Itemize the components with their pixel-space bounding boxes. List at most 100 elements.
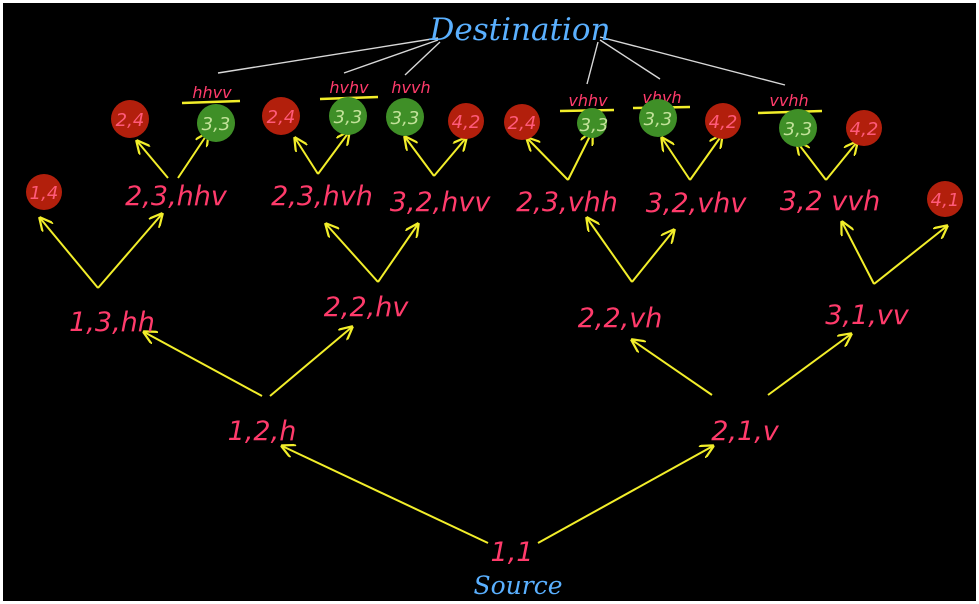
dead-end-label: 4,2: [850, 119, 879, 140]
arrow: [662, 138, 691, 181]
dead-end-circle: [26, 174, 62, 210]
arrow: [177, 133, 208, 179]
dead-end-circle: [846, 110, 882, 146]
dead-end-label: 4,2: [452, 112, 481, 133]
dead-end-2-4-a: 2,4: [111, 100, 149, 138]
arrow: [326, 224, 379, 283]
blackboard: [3, 3, 976, 601]
destination-hhvv: hhvv 3,3: [181, 83, 241, 142]
node-2-3-hhv: 2,3,hhv: [125, 181, 228, 212]
destination-label: 3,3: [784, 119, 813, 140]
dead-end-label: 2,4: [508, 113, 537, 134]
dead-end-circle: [927, 181, 963, 217]
destination-title: Destination: [429, 12, 611, 48]
arrow: [797, 142, 827, 181]
node-1-2-h: 1,2,h: [228, 416, 297, 447]
arrow: [689, 135, 722, 181]
dead-end-circle: [705, 103, 741, 139]
node-2-3-hvh: 2,3,hvh: [271, 181, 373, 212]
node-3-2-vvh: 3,2 vvh: [780, 186, 881, 217]
destination-circle: [639, 99, 677, 137]
node-2-2-vh: 2,2,vh: [578, 303, 663, 334]
arrow: [767, 334, 851, 396]
dead-end-2-4-b: 2,4: [262, 97, 300, 135]
destination-vvhh: vvhh 3,3: [757, 91, 823, 147]
destination-leader-lines: [217, 36, 786, 86]
dead-end-label: 2,4: [267, 107, 296, 128]
arrow: [137, 141, 169, 179]
leader-line: [599, 39, 661, 80]
path-label: hvhv: [329, 78, 369, 97]
path-label: vhhv: [568, 91, 608, 110]
dead-end-4-2-a: 4,2: [448, 103, 484, 139]
node-2-1-v: 2,1,v: [711, 416, 780, 447]
destination-label: 3,3: [644, 109, 673, 130]
dead-end-circles: 1,4 2,4 2,4 4,2 2,4 4,2 4,2 4,1: [26, 97, 963, 217]
path-label: vvhh: [769, 91, 808, 110]
arrow: [537, 446, 713, 544]
arrow: [282, 446, 489, 544]
destination-label: 3,3: [391, 108, 420, 129]
dead-end-4-2-b: 4,2: [705, 103, 741, 139]
arrow: [40, 218, 99, 289]
tree-arrows: [40, 132, 947, 544]
dead-end-label: 4,1: [931, 190, 960, 211]
destination-vhvh: vhvh 3,3: [632, 88, 691, 137]
node-1-3-hh: 1,3,hh: [69, 307, 155, 338]
destination-label: 3,3: [580, 115, 609, 136]
dead-end-label: 2,4: [116, 110, 145, 131]
arrow: [377, 224, 418, 283]
node-2-3-vhh: 2,3,vhh: [516, 187, 618, 218]
node-1-1: 1,1: [491, 537, 534, 568]
destination-circle: [779, 109, 817, 147]
dead-end-circle: [504, 104, 540, 140]
dead-end-circle: [111, 100, 149, 138]
arrow: [631, 230, 674, 283]
arrow: [842, 222, 875, 285]
leader-line: [217, 37, 439, 74]
dead-end-label: 1,4: [30, 183, 59, 204]
arrow: [433, 138, 466, 177]
arrow: [317, 132, 349, 175]
node-3-2-vhv: 3,2,vhv: [646, 188, 748, 219]
leader-line: [586, 41, 599, 85]
arrow: [527, 138, 569, 181]
path-label: hvvh: [391, 78, 430, 97]
arrow: [632, 340, 713, 396]
arrow: [97, 214, 162, 289]
destination-circles: hhvv 3,3 hvhv 3,3 hvvh 3,3 vhhv 3,3 vhvh…: [181, 78, 823, 147]
leader-line: [343, 39, 439, 74]
path-label: hhvv: [192, 83, 232, 102]
source-label: Source: [473, 571, 562, 600]
node-3-2-hvv: 3,2,hvv: [390, 187, 492, 218]
arrow: [873, 226, 947, 285]
arrow: [144, 332, 263, 397]
dead-end-circle: [262, 97, 300, 135]
destination-hvhv: hvhv 3,3: [319, 78, 379, 135]
dead-end-label: 4,2: [709, 112, 738, 133]
leader-line: [404, 41, 441, 76]
destination-label: 3,3: [334, 107, 363, 128]
arrow: [587, 218, 633, 283]
node-3-1-vv: 3,1,vv: [825, 300, 910, 331]
node-2-2-hv: 2,2,hv: [324, 292, 410, 323]
destination-circle: [329, 97, 367, 135]
dead-end-4-2-c: 4,2: [846, 110, 882, 146]
destination-label: 3,3: [202, 114, 231, 135]
destination-hvvh: hvvh 3,3: [386, 78, 431, 136]
arrow: [567, 132, 592, 181]
arrow: [405, 137, 435, 177]
dead-end-1-4: 1,4: [26, 174, 62, 210]
tree-nodes: 1,1 1,2,h 2,1,v 1,3,hh 2,2,hv 2,2,vh 3,1…: [69, 181, 910, 568]
arrow: [295, 138, 319, 175]
dead-end-circle: [448, 103, 484, 139]
dead-end-4-1: 4,1: [927, 181, 963, 217]
arrow: [269, 327, 352, 397]
fraction-bar: [181, 99, 241, 105]
destination-circle: [197, 104, 235, 142]
dead-end-2-4-c: 2,4: [504, 104, 540, 140]
destination-vhhv: vhhv 3,3: [559, 91, 615, 138]
destination-circle: [577, 108, 607, 138]
destination-circle: [386, 98, 424, 136]
